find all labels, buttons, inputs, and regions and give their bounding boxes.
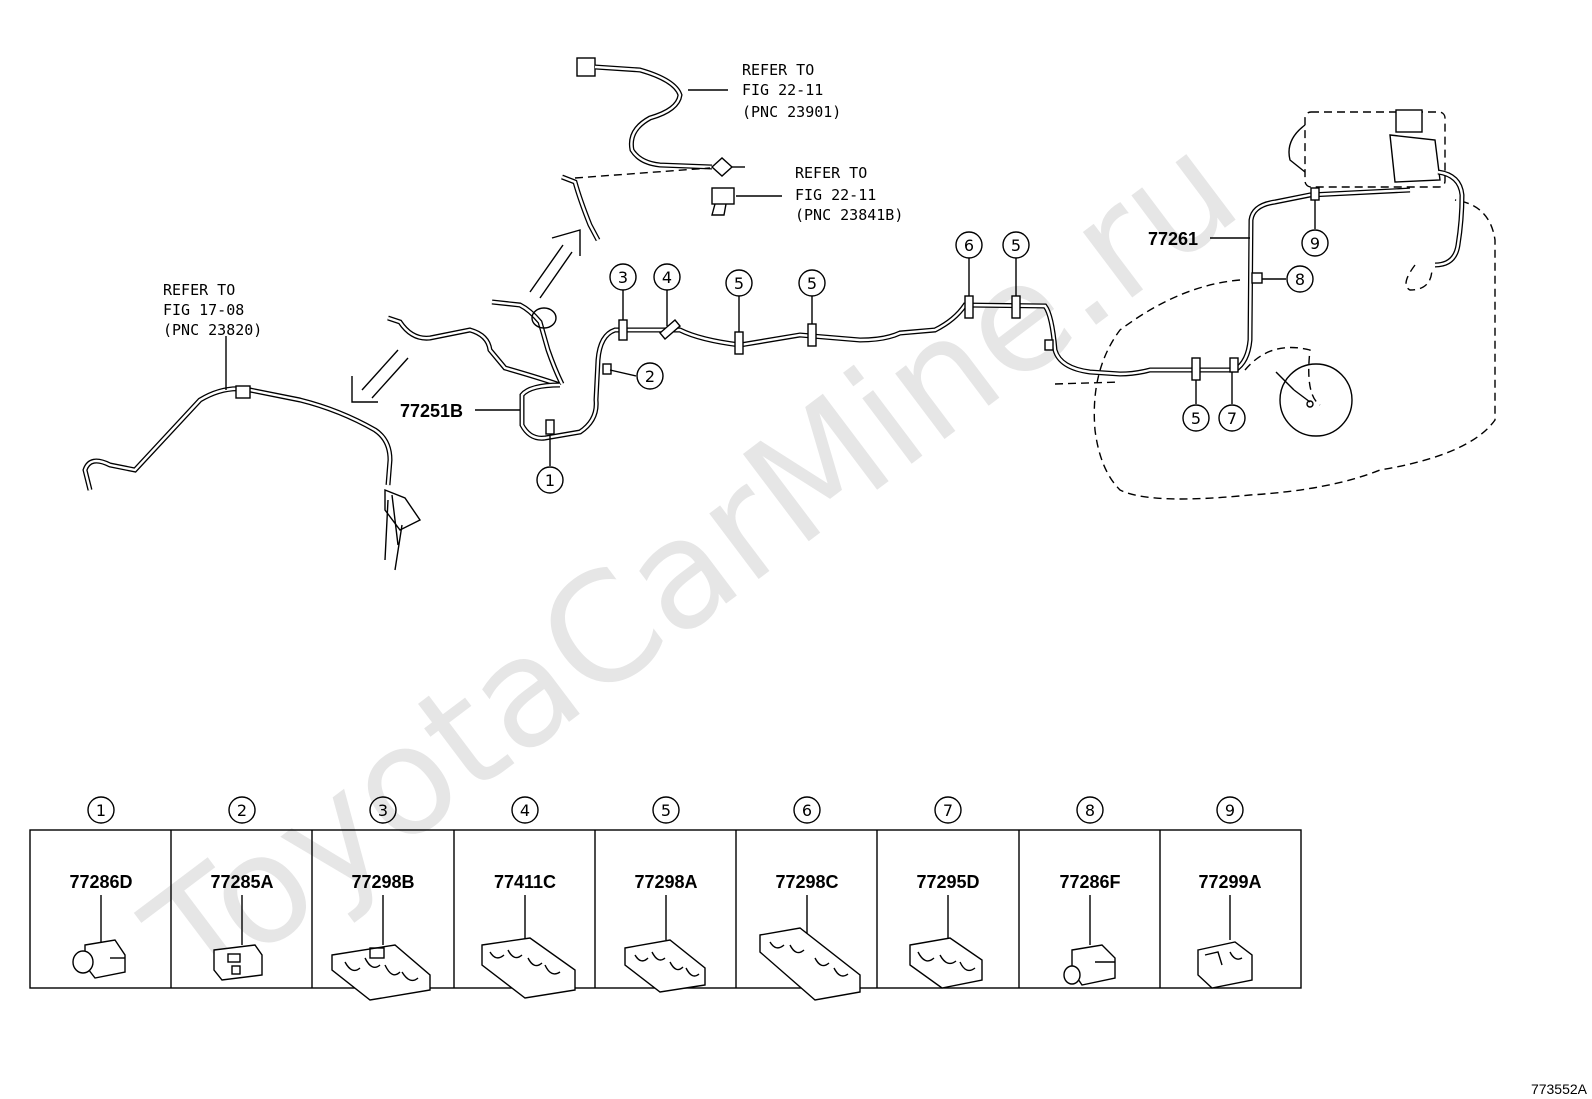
callout-7-label: 7 [1227,409,1237,428]
table-header-3: 3 [369,796,397,824]
callout-9: 9 [1301,200,1329,257]
callout-6: 6 [955,231,983,296]
clamp-77285a-icon [213,895,263,981]
arrow-up-right-icon [529,229,581,299]
clamp-77286f-icon [1063,895,1116,986]
callout-1-label: 1 [545,471,555,490]
clamp-77299a-icon [1197,895,1253,989]
callout-5b-label: 5 [807,274,817,293]
ref-23841b-line2: FIG 22-11 [795,186,876,204]
table-header-2-label: 2 [237,801,247,820]
table-part-8: 77286F [1059,872,1120,892]
callout-5d-label: 5 [1191,409,1201,428]
table-part-2: 77285A [210,872,273,892]
part-77261-label: 77261 [1148,229,1198,249]
table-part-9: 77299A [1198,872,1261,892]
arrow-down-left-icon [351,349,409,403]
table-part-5: 77298A [634,872,697,892]
callout-2: 2 [609,362,664,390]
figure-id: 773552A [1531,1081,1588,1097]
clamp-77286d-icon [72,895,126,979]
callout-5b: 5 [798,269,826,324]
table-header-7: 7 [934,796,962,824]
callout-5a: 5 [725,269,753,332]
callout-5c: 5 [1002,231,1030,296]
table-header-8-label: 8 [1085,801,1095,820]
table-part-3: 77298B [351,872,414,892]
ref-23901-line2: FIG 22-11 [742,81,823,99]
ref-23841b-line1: REFER TO [795,164,867,182]
callout-3: 3 [609,263,637,320]
table-part-1: 77286D [69,872,132,892]
left-fuel-pipe [82,336,422,571]
table-part-4: 77411C [494,872,556,892]
callout-8: 8 [1262,265,1314,293]
table-header-5: 5 [652,796,680,824]
callout-5a-label: 5 [734,274,744,293]
table-header-1: 1 [87,796,115,824]
part-77251b-label: 77251B [400,401,463,421]
fuel-tube-77251b [387,299,640,441]
table-header-2: 2 [228,796,256,824]
table-header-8: 8 [1076,796,1104,824]
callout-4-label: 4 [662,268,672,287]
ref-17-08-line2: FIG 17-08 [163,301,244,319]
top-fuel-hoses [561,57,745,242]
callout-4: 4 [653,263,681,326]
table-header-5-label: 5 [661,801,671,820]
ref-23901-line1: REFER TO [742,61,814,79]
table-header-6-label: 6 [802,801,812,820]
table-part-6: 77298C [775,872,838,892]
clamp-77298a-icon [624,895,706,993]
callout-6-label: 6 [964,236,974,255]
ref-23841b-line3: (PNC 23841B) [795,206,903,224]
callout-8-label: 8 [1295,270,1305,289]
callout-7: 7 [1218,372,1246,432]
callout-5c-label: 5 [1011,236,1021,255]
parts-table: 1 2 3 4 5 6 7 8 9 77286D 77285A 77298B 7… [29,796,1302,1001]
callout-3-label: 3 [618,268,628,287]
clamp-77411c-icon [481,895,576,999]
table-header-9-label: 9 [1225,801,1235,820]
table-header-4-label: 4 [520,801,530,820]
clamp-77295d-icon [909,895,983,989]
table-header-3-label: 3 [378,801,388,820]
fuel-tube-77261 [615,187,1411,377]
ref-17-08-line1: REFER TO [163,281,235,299]
table-header-4: 4 [511,796,539,824]
ref-23901-line3: (PNC 23901) [742,103,841,121]
table-header-6: 6 [793,796,821,824]
fuel-tank-outline [1054,109,1496,500]
callout-2-label: 2 [645,367,655,386]
clamp-77298c-icon [759,895,861,1001]
callout-9-label: 9 [1310,234,1320,253]
clamp-77298b-icon [331,895,431,1001]
table-header-1-label: 1 [96,801,106,820]
callout-5d: 5 [1182,380,1210,432]
callout-1: 1 [536,436,564,494]
table-header-7-label: 7 [943,801,953,820]
ref-17-08-line3: (PNC 23820) [163,321,262,339]
table-header-9: 9 [1216,796,1244,824]
table-part-7: 77295D [916,872,979,892]
